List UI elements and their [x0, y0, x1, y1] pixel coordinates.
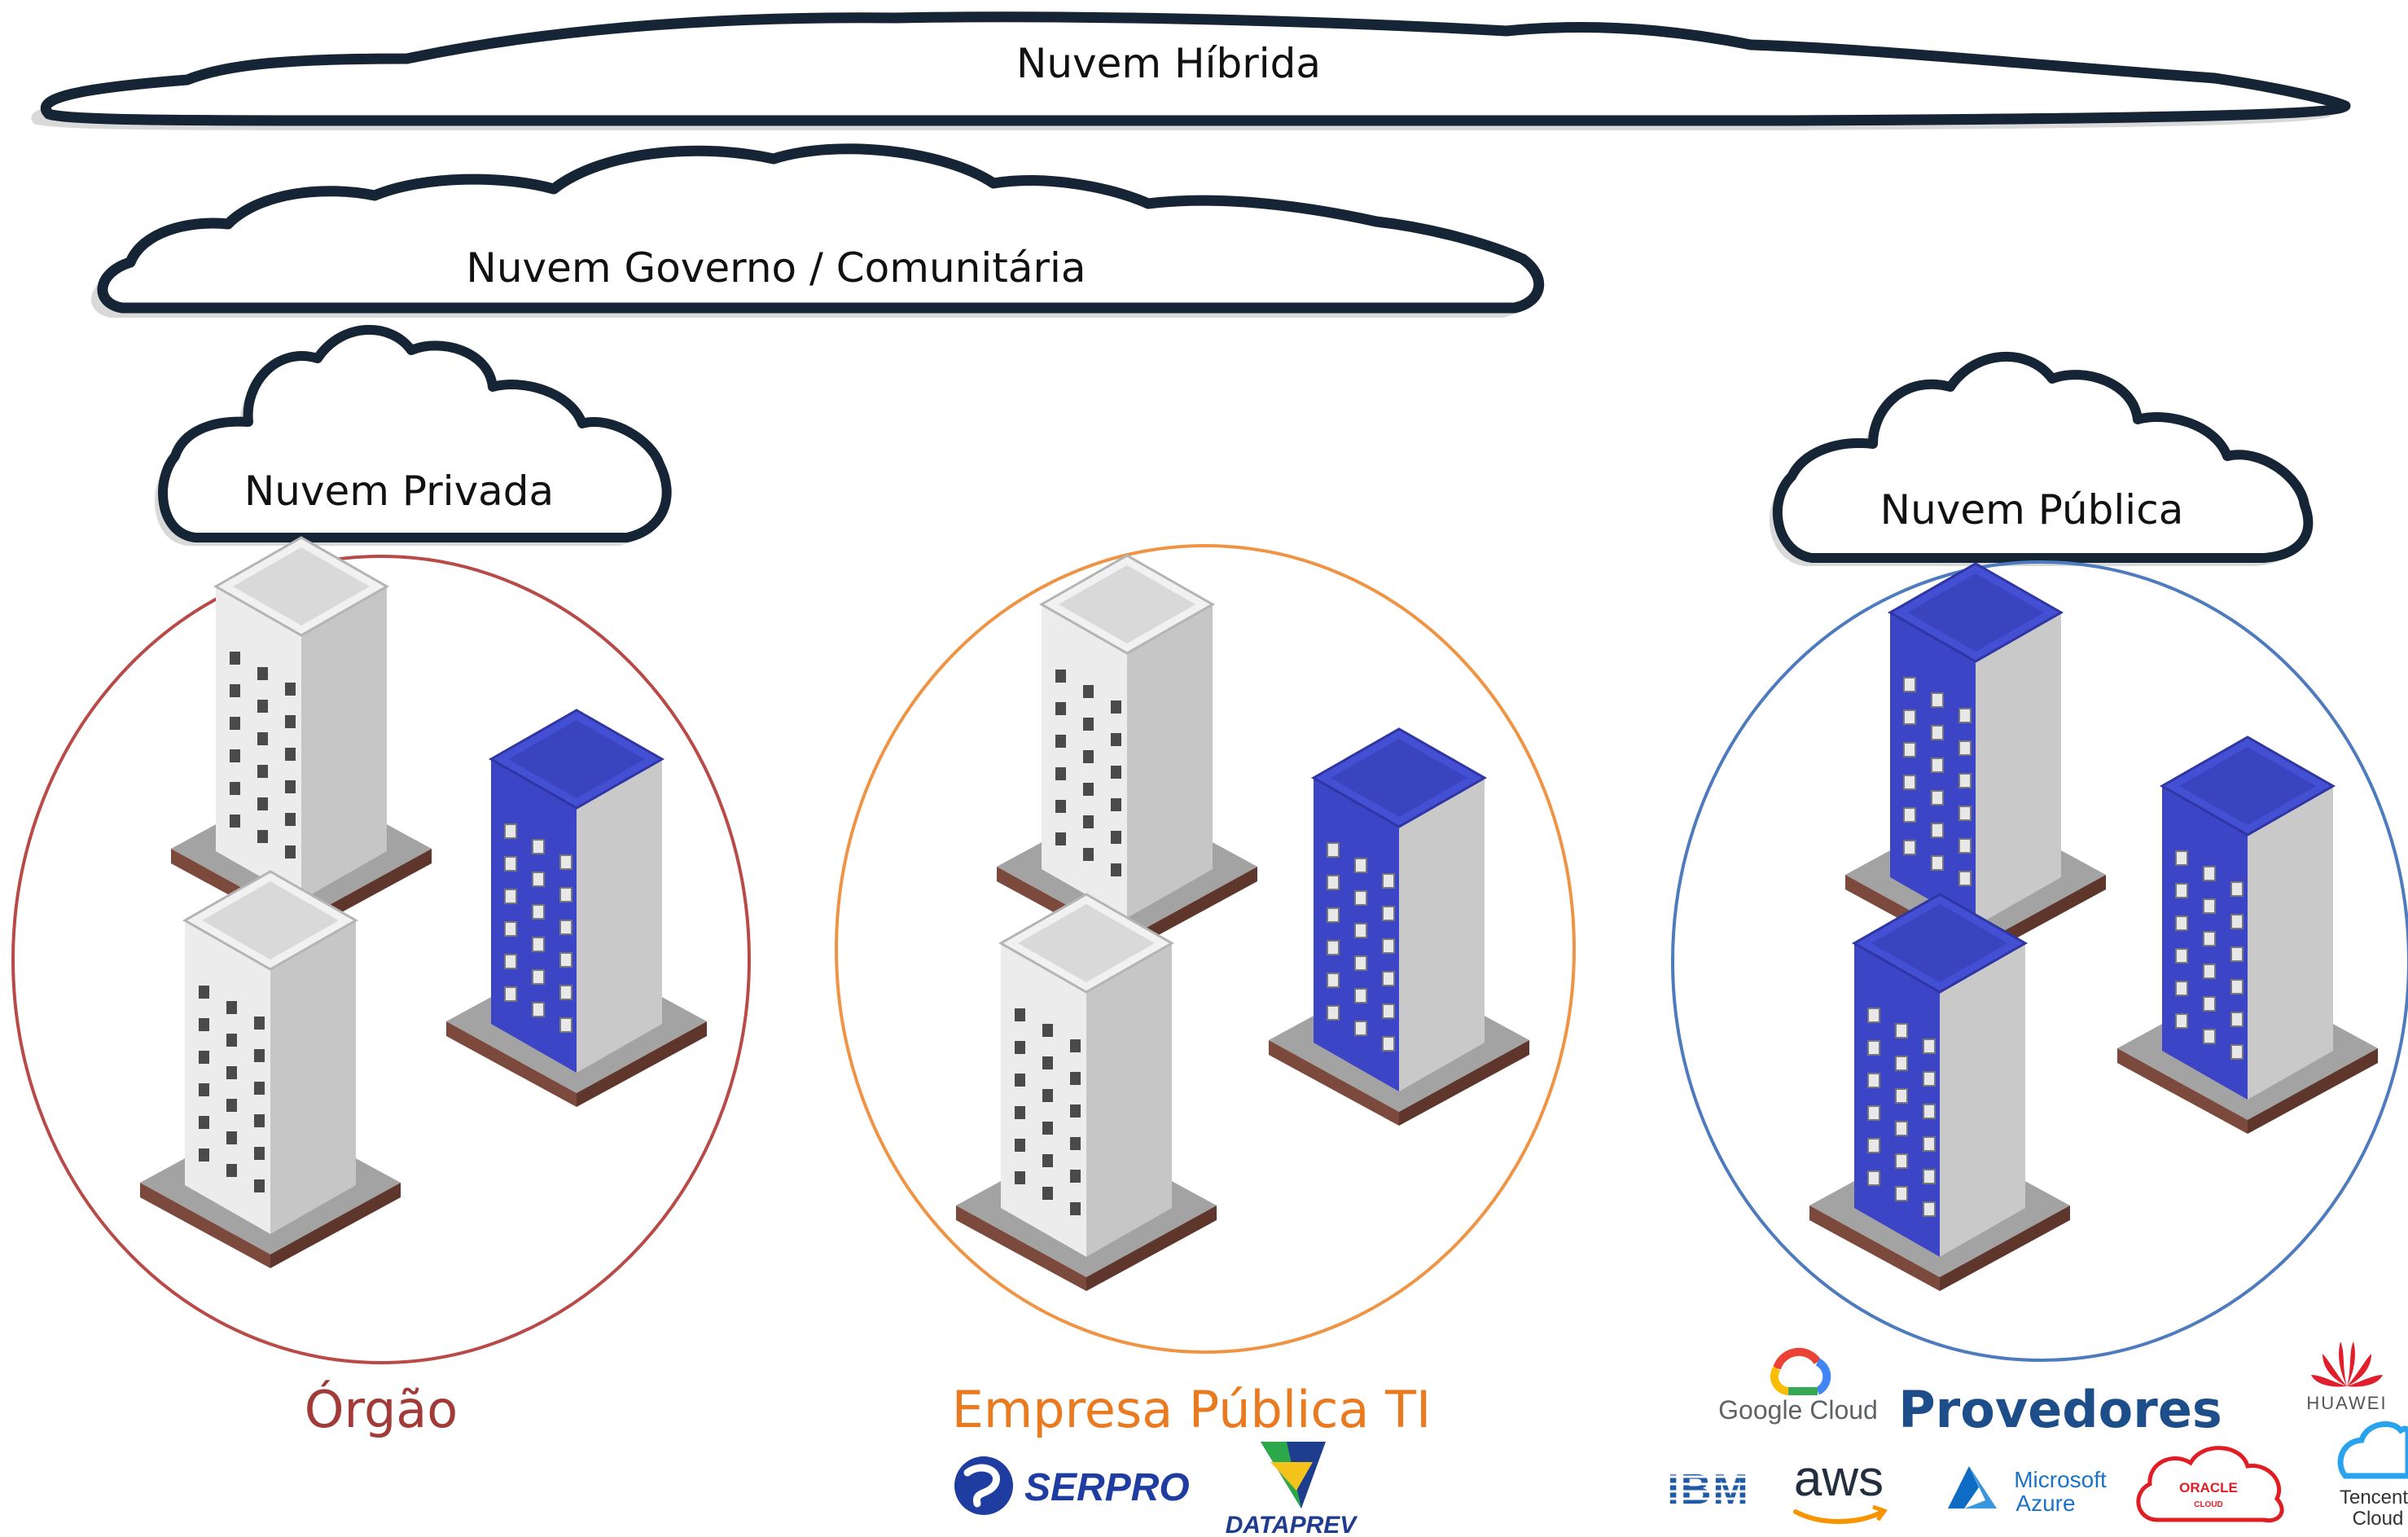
orgao-group-ellipse	[11, 555, 751, 1364]
oracle-cloud-logo: ORACLE CLOUD	[2136, 1446, 2284, 1523]
blue-office-building-icon	[2117, 737, 2378, 1134]
empresa-label: Empresa Pública TI	[952, 1380, 1432, 1439]
cloud-outline-icon	[158, 324, 672, 542]
private-cloud: Nuvem Privada	[155, 324, 672, 546]
azure-wordmark-line2: Azure	[2015, 1491, 2075, 1516]
blue-office-building-icon	[446, 710, 707, 1107]
blue-office-building-icon	[1845, 564, 2106, 960]
oracle-wordmark: ORACLE	[2179, 1480, 2238, 1495]
oracle-cloud-logo-icon	[2136, 1446, 2284, 1523]
azure-logo-icon	[1948, 1466, 1997, 1508]
government-cloud: Nuvem Governo / Comunitária	[90, 143, 1545, 318]
public-cloud-label: Nuvem Pública	[1880, 486, 2184, 534]
aws-smile-icon	[1793, 1509, 1885, 1524]
azure-logo: Microsoft Azure	[1948, 1466, 2107, 1516]
empresa-group-ellipse	[835, 544, 1576, 1354]
white-office-building-icon	[997, 556, 1257, 952]
huawei-logo-icon	[2311, 1342, 2383, 1387]
government-cloud-label: Nuvem Governo / Comunitária	[466, 244, 1086, 292]
ibm-logo: IBM	[1661, 1466, 1757, 1513]
azure-wordmark-line1: Microsoft	[2014, 1467, 2107, 1492]
public-cloud: Nuvem Pública	[1769, 351, 2314, 566]
provedores-label: Provedores	[1898, 1380, 2222, 1439]
aws-wordmark: aws	[1794, 1451, 1884, 1507]
serpro-wordmark: SERPRO	[1024, 1466, 1190, 1509]
tencent-wordmark-line2: Cloud	[2353, 1508, 2404, 1530]
cloud-outline-icon	[1772, 351, 2314, 563]
huawei-logo: HUAWEI	[2306, 1342, 2387, 1413]
google-cloud-logo: Google Cloud	[1718, 1347, 1878, 1425]
hybrid-cloud: Nuvem Híbrida	[31, 11, 2351, 130]
private-cloud-label: Nuvem Privada	[244, 468, 554, 515]
dataprev-logo: DATAPREV	[1226, 1442, 1359, 1537]
provedores-group-ellipse	[1671, 560, 2408, 1362]
orgao-label: Órgão	[305, 1380, 458, 1439]
white-office-building-icon	[956, 894, 1217, 1291]
white-office-building-icon	[140, 872, 401, 1268]
google-cloud-wordmark: Google Cloud	[1718, 1395, 1878, 1425]
dataprev-wordmark: DATAPREV	[1226, 1512, 1359, 1537]
oracle-cloud-sub: CLOUD	[2194, 1500, 2223, 1509]
tencent-cloud-logo: Tencent Cloud	[2337, 1421, 2408, 1530]
google-cloud-logo-icon	[1770, 1347, 1831, 1395]
cloud-outline-icon	[97, 143, 1545, 314]
hybrid-cloud-label: Nuvem Híbrida	[1016, 40, 1321, 87]
serpro-logo: SERPRO	[954, 1456, 1190, 1515]
blue-office-building-icon	[1809, 894, 2070, 1291]
ibm-wordmark: IBM	[1667, 1466, 1749, 1513]
huawei-wordmark: HUAWEI	[2306, 1393, 2387, 1413]
aws-logo: aws	[1793, 1451, 1888, 1524]
cloud-outline-icon	[40, 11, 2351, 126]
blue-office-building-icon	[1269, 729, 1529, 1126]
tencent-cloud-logo-icon	[2337, 1421, 2408, 1479]
white-office-building-icon	[171, 538, 432, 934]
tencent-wordmark-line1: Tencent	[2340, 1486, 2408, 1508]
